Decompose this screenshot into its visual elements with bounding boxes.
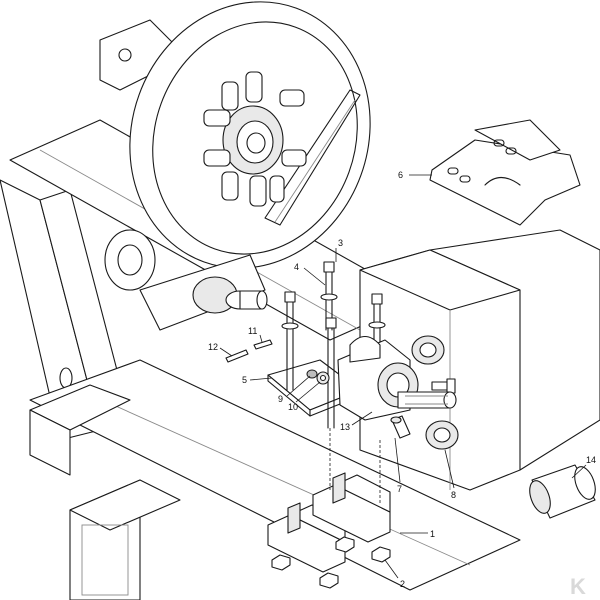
callout-11: 11 — [248, 326, 257, 336]
part-6-bracket — [429, 119, 581, 226]
callout-6: 6 — [398, 170, 403, 180]
svg-text:K: K — [570, 574, 586, 599]
part-14-sleeve — [529, 464, 596, 519]
part-1-clamps — [267, 472, 391, 573]
spoked-disc-assembly — [104, 1, 371, 331]
leader-lines — [219, 174, 587, 579]
callout-labels: 1 2 3 4 5 6 7 8 9 10 11 12 13 14 — [208, 170, 596, 589]
k-brand-logo-icon: K — [570, 574, 586, 599]
part-4-bolts — [281, 261, 386, 429]
part-7-bolt — [390, 415, 411, 439]
callout-9: 9 — [278, 394, 283, 404]
part-2-nuts — [271, 536, 391, 589]
callout-7: 7 — [397, 484, 402, 494]
callout-4: 4 — [294, 262, 299, 272]
callout-1: 1 — [430, 529, 435, 539]
callout-5: 5 — [242, 375, 247, 385]
part-13-flange-hub — [337, 335, 457, 421]
callout-13: 13 — [340, 422, 350, 432]
callout-14: 14 — [586, 455, 596, 465]
pins-11-12 — [225, 339, 273, 363]
callout-3: 3 — [338, 238, 343, 248]
callout-8: 8 — [451, 490, 456, 500]
callout-10: 10 — [288, 402, 298, 412]
callout-2: 2 — [400, 579, 405, 589]
gearbox-housing — [359, 229, 600, 491]
callout-12: 12 — [208, 342, 218, 352]
